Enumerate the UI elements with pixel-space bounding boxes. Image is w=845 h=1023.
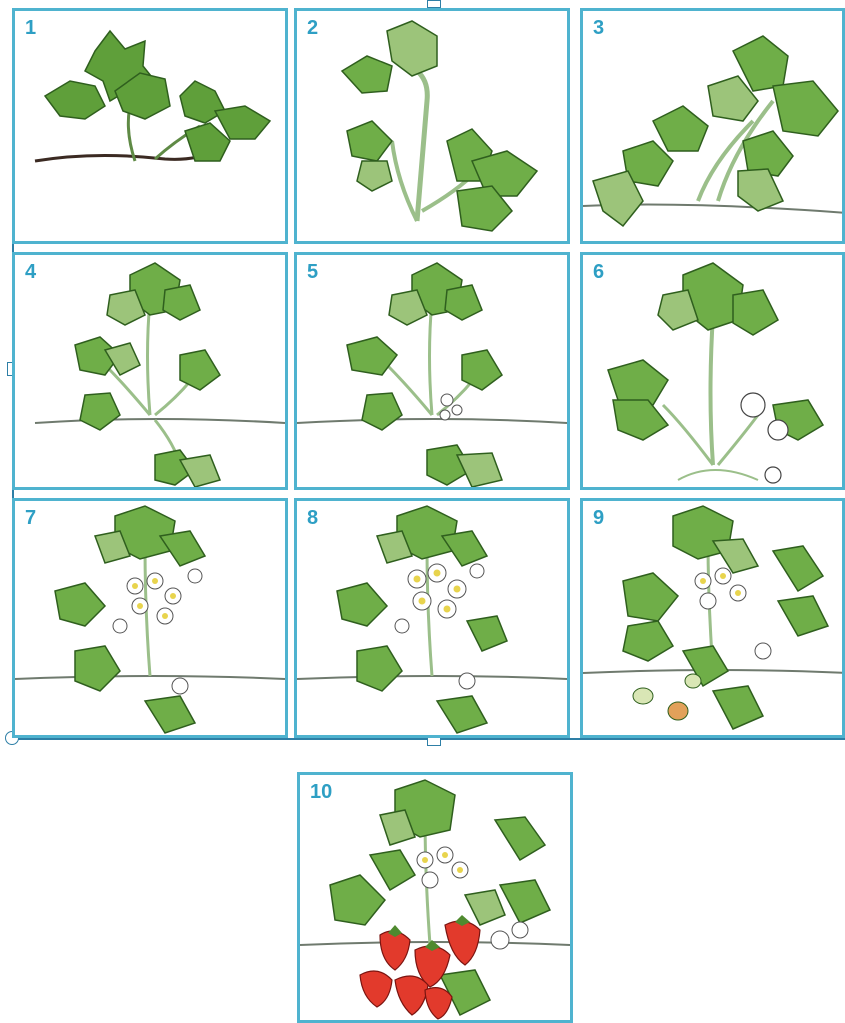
stage-panel-5: 5 (294, 252, 570, 490)
ripe-fruit-illustration (300, 775, 570, 1020)
stage-number: 6 (593, 261, 604, 284)
stage-panel-7: 7 (12, 498, 288, 738)
fruit-setting-illustration (583, 501, 845, 735)
stage-number: 1 (25, 17, 36, 40)
stage-panel-2: 2 (294, 8, 570, 244)
stage-panel-10: 10 (297, 772, 573, 1023)
stage-number: 7 (25, 507, 36, 530)
plant-with-runners-illustration (583, 11, 845, 241)
young-plant-illustration (297, 11, 567, 241)
stage-number: 2 (307, 17, 318, 40)
stage-number: 3 (593, 17, 604, 40)
stage-panel-1: 1 (12, 8, 288, 244)
selection-handle-top[interactable] (427, 0, 441, 8)
full-bloom-illustration (297, 501, 567, 735)
stage-number: 5 (307, 261, 318, 284)
stage-panel-8: 8 (294, 498, 570, 738)
rooted-plant-illustration (15, 255, 285, 487)
stage-panel-6: 6 (580, 252, 845, 490)
plant-closeup-illustration (583, 255, 845, 487)
plant-with-buds-illustration (297, 255, 567, 487)
stage-panel-9: 9 (580, 498, 845, 738)
stage-number: 4 (25, 261, 36, 284)
stage-number: 8 (307, 507, 318, 530)
runner-with-leaves-illustration (15, 11, 285, 241)
flowering-plant-illustration (15, 501, 285, 735)
stage-panel-3: 3 (580, 8, 845, 244)
stage-number: 10 (310, 781, 332, 804)
stage-number: 9 (593, 507, 604, 530)
stage-panel-4: 4 (12, 252, 288, 490)
